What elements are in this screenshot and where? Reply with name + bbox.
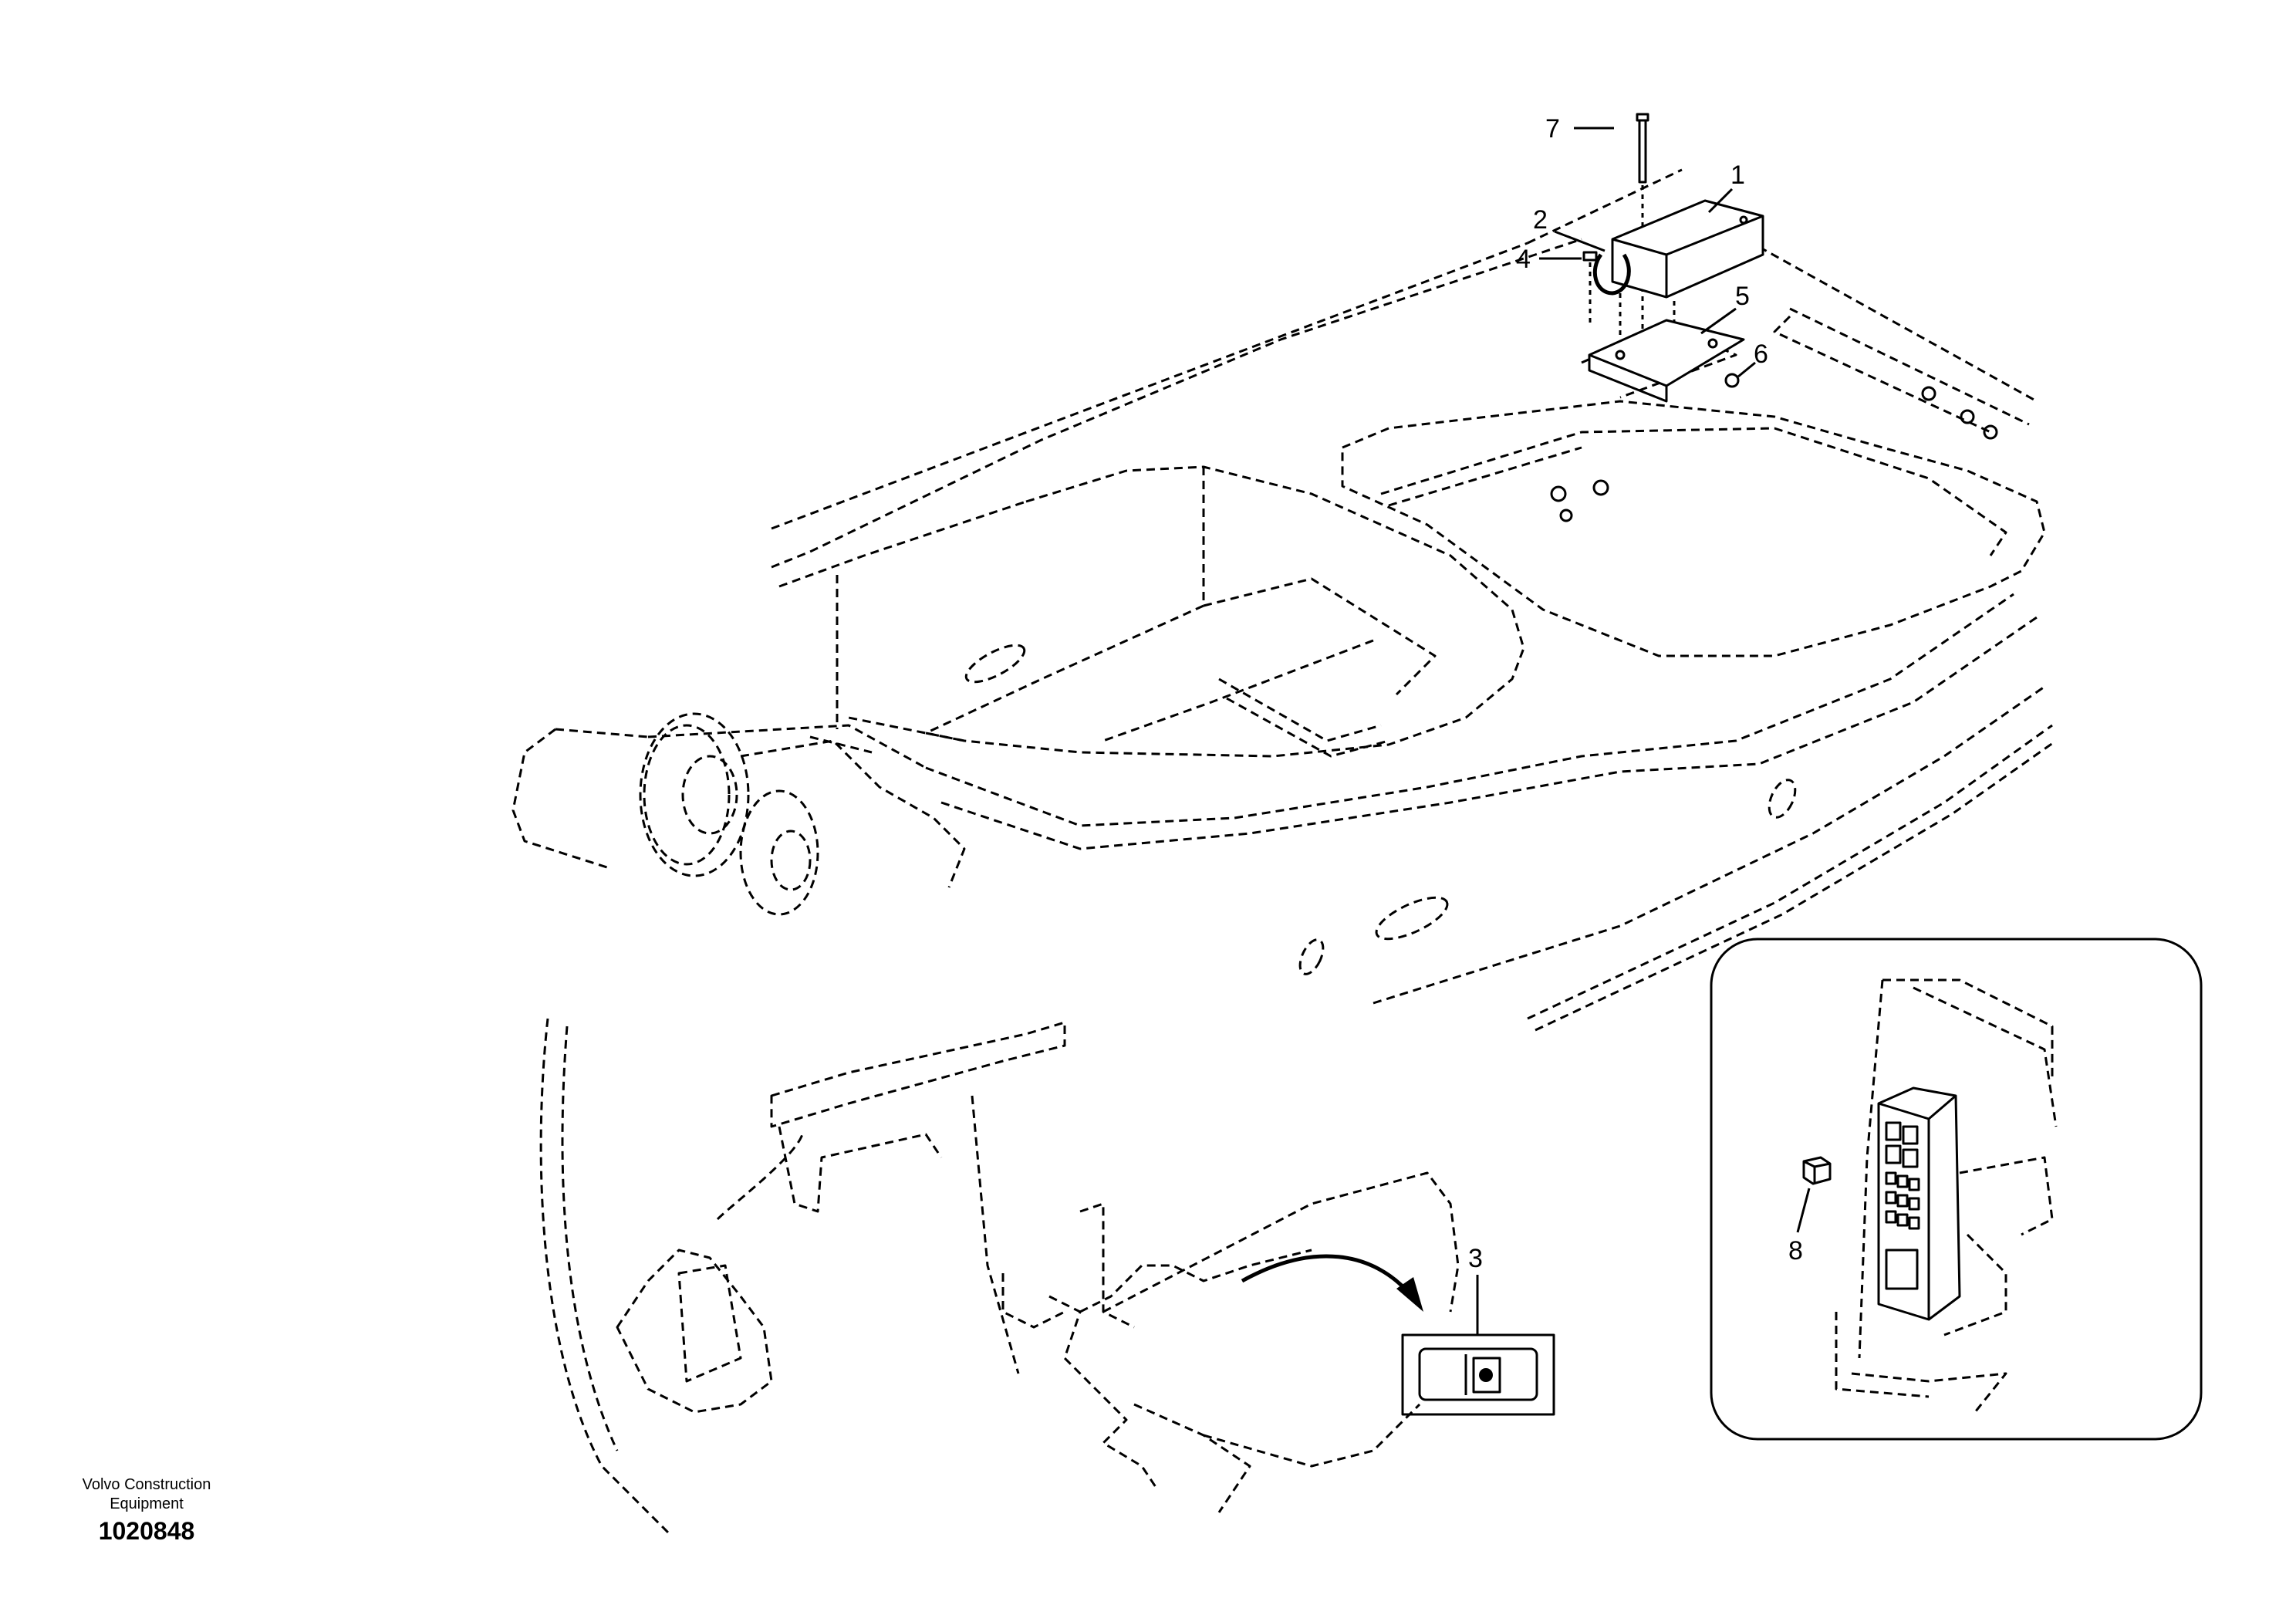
reference-number: 1020848 (98, 1517, 195, 1545)
part-2-clamp (1592, 253, 1631, 296)
callout-4: 4 (1516, 245, 1531, 274)
part-3-switch (1401, 1333, 1555, 1416)
inset-detail-view (1710, 938, 2203, 1441)
part-1-control-unit (1611, 199, 1764, 299)
swivel-assembly-outline (512, 712, 966, 916)
cab-frame-outline (771, 168, 2057, 1032)
callout-8: 8 (1788, 1236, 1803, 1265)
callout-7: 7 (1545, 114, 1560, 144)
part-5-mounting-plate (1588, 319, 1745, 403)
part-3-arrow (1241, 1254, 1423, 1312)
operator-station-outline (539, 1018, 1460, 1537)
callout-5: 5 (1735, 282, 1750, 311)
callout-leaders (1476, 127, 1811, 1335)
part-7-bolt (1636, 113, 1649, 332)
callout-1: 1 (1730, 161, 1745, 190)
callout-2: 2 (1533, 205, 1548, 235)
part-6-nut (1724, 373, 1740, 388)
callout-6: 6 (1754, 340, 1768, 369)
part-4-screw (1582, 251, 1676, 340)
manufacturer-label: Volvo Construction Equipment (82, 1476, 211, 1512)
callout-3: 3 (1468, 1244, 1483, 1273)
